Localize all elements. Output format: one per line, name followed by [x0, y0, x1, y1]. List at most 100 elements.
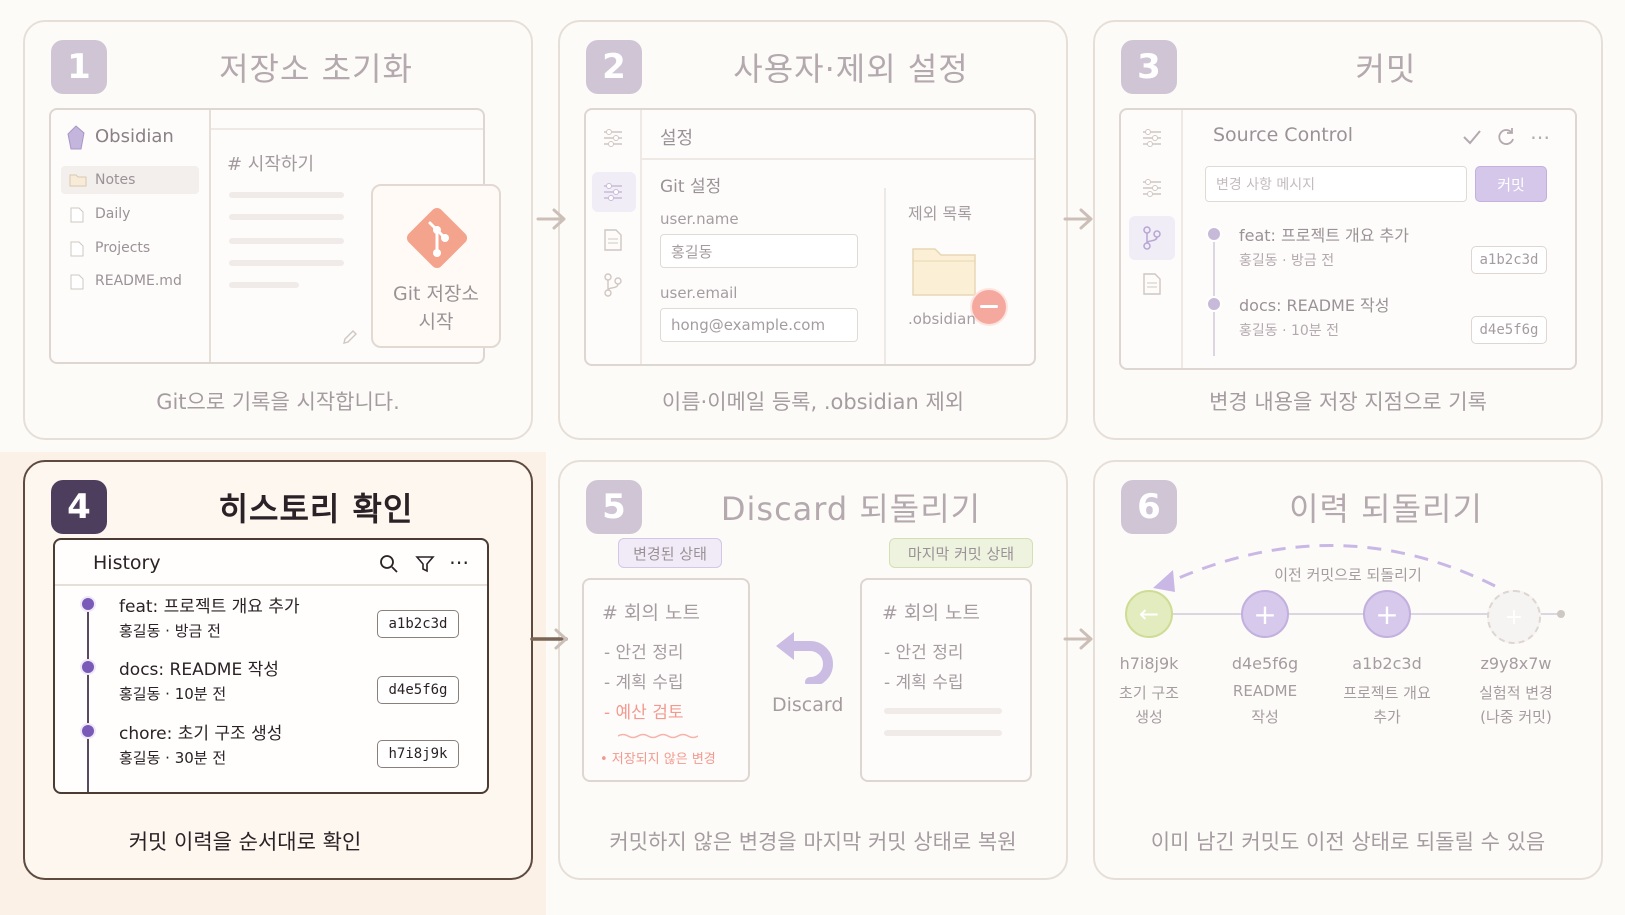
search-icon[interactable] [377, 552, 401, 576]
step-card-4: 4 히스토리 확인 History ⋯ feat: 프로젝트 개요 추가 홍길동… [23, 460, 533, 880]
commit-hash[interactable]: d4e5f6g [1471, 316, 1547, 344]
step-caption: 커밋 이력을 순서대로 확인 [128, 830, 362, 854]
more-icon[interactable]: ⋯ [449, 550, 469, 574]
settings-window: 설정 Git 설정 user.name 홍길동 user.email hong@… [584, 108, 1036, 366]
node-label: README [1232, 682, 1298, 700]
note-item: - 안건 정리 [604, 643, 684, 663]
step-number: 3 [1121, 40, 1177, 94]
filter-icon[interactable] [413, 552, 437, 576]
branch-icon[interactable] [1141, 224, 1163, 252]
changed-note: # 회의 노트 - 안건 정리 - 계획 수립 - 예산 검토 • 저장되지 않… [582, 578, 750, 782]
sc-panel-title: Source Control [1213, 124, 1353, 146]
commit-graph-line [1149, 613, 1559, 615]
commit-timeline [87, 598, 89, 792]
sc-rail [1121, 110, 1183, 368]
commit-node-icon[interactable]: + [1363, 590, 1411, 638]
user-email-input[interactable]: hong@example.com [660, 308, 858, 342]
user-email-label: user.email [660, 284, 738, 302]
git-init-label: Git 저장소 시작 [393, 283, 479, 333]
revert-target-node-icon[interactable]: ← [1125, 590, 1173, 638]
commit-node-icon[interactable]: + [1241, 590, 1289, 638]
commit-meta: 홍길동 · 방금 전 [119, 622, 221, 640]
step-title: 히스토리 확인 [218, 490, 414, 528]
commit-node [80, 723, 96, 739]
branch-icon[interactable] [602, 272, 624, 298]
sliders-icon[interactable] [1139, 126, 1165, 150]
pencil-icon [341, 328, 359, 346]
sliders-icon[interactable] [600, 126, 626, 150]
history-header-divider [55, 584, 487, 586]
commit-hash[interactable]: a1b2c3d [1471, 246, 1547, 274]
commit-message-input[interactable]: 변경 사항 메시지 [1205, 166, 1467, 202]
commit-meta: 홍길동 · 10분 전 [1239, 323, 1340, 339]
step-number: 4 [51, 480, 107, 534]
git-settings-icon[interactable] [600, 180, 626, 204]
step-card-5: 5 Discard 되돌리기 변경된 상태 마지막 커밋 상태 # 회의 노트 … [558, 460, 1068, 880]
more-icon[interactable]: ⋯ [1530, 125, 1550, 149]
commit-meta: 홍길동 · 10분 전 [119, 685, 227, 703]
node-label: 생성 [1135, 708, 1163, 726]
commit-node [80, 659, 96, 675]
graph-end-dot [1557, 610, 1565, 618]
history-panel-title: History [93, 552, 161, 574]
note-heading: # 시작하기 [227, 154, 315, 175]
node-label: 실험적 변경 [1479, 684, 1553, 702]
folder-icon [910, 242, 978, 298]
step-number: 5 [586, 480, 642, 534]
file-readme[interactable]: README.md [95, 273, 182, 289]
commit-hash[interactable]: d4e5f6g [377, 676, 459, 704]
commit-message[interactable]: docs: README 작성 [119, 660, 279, 680]
editor-topbar [211, 128, 483, 130]
note-heading: # 회의 노트 [602, 602, 700, 624]
step-card-2: 2 사용자·제외 설정 설정 Git 설정 user.name 홍길동 user… [558, 20, 1068, 440]
step-title: 저장소 초기화 [219, 50, 413, 88]
note-heading: # 회의 노트 [882, 602, 980, 624]
git-init-button[interactable]: Git 저장소 시작 [371, 184, 501, 348]
document-icon[interactable] [1141, 272, 1163, 296]
excluded-folder-name: .obsidian [908, 310, 976, 328]
text-placeholder [884, 730, 1002, 736]
file-projects[interactable]: Projects [95, 240, 151, 256]
app-name: Obsidian [95, 126, 174, 147]
last-commit-note: # 회의 노트 - 안건 정리 - 계획 수립 [860, 578, 1032, 782]
undo-arrow-icon[interactable] [770, 620, 838, 686]
remove-icon[interactable] [970, 288, 1008, 326]
file-icon [69, 273, 85, 291]
node-label: 작성 [1251, 708, 1279, 726]
commit-button[interactable]: 커밋 [1475, 166, 1547, 202]
text-placeholder [229, 282, 299, 288]
file-daily[interactable]: Daily [95, 206, 131, 222]
file-notes[interactable]: Notes [95, 172, 136, 188]
file-icon [69, 206, 85, 224]
refresh-icon[interactable] [1495, 126, 1517, 148]
settings-title: 설정 [660, 128, 694, 149]
step-card-1: 1 저장소 초기화 Obsidian Notes Daily Projects … [23, 20, 533, 440]
check-icon[interactable] [1461, 126, 1483, 148]
step-caption: 이름·이메일 등록, .obsidian 제외 [661, 390, 965, 414]
commit-hash[interactable]: a1b2c3d [377, 610, 459, 638]
step-card-6: 6 이력 되돌리기 이전 커밋으로 되돌리기 ← + + + h7i8j9k 초… [1093, 460, 1603, 880]
commit-message[interactable]: chore: 초기 구조 생성 [119, 724, 283, 744]
discard-label[interactable]: Discard [772, 694, 844, 716]
document-icon[interactable] [602, 228, 624, 252]
step-title: 이력 되돌리기 [1289, 490, 1483, 528]
revert-arc-label: 이전 커밋으로 되돌리기 [1274, 566, 1422, 584]
folder-icon [69, 172, 87, 188]
flow-arrow-icon [536, 207, 568, 231]
flow-arrow-icon [530, 627, 570, 651]
node-label: 프로젝트 개요 [1343, 684, 1431, 702]
commit-hash[interactable]: h7i8j9k [377, 740, 459, 768]
settings-header-divider [642, 158, 1034, 160]
sliders-icon[interactable] [1139, 176, 1165, 200]
last-commit-badge: 마지막 커밋 상태 [889, 538, 1033, 568]
text-placeholder [884, 708, 1002, 714]
node-hash: z9y8x7w [1480, 654, 1552, 673]
note-item: - 계획 수립 [884, 673, 964, 693]
future-commit-node-icon[interactable]: + [1487, 590, 1541, 644]
text-placeholder [229, 238, 344, 244]
commit-message[interactable]: docs: README 작성 [1239, 296, 1390, 315]
commit-message[interactable]: feat: 프로젝트 개요 추가 [1239, 226, 1409, 245]
sc-rail-active [1129, 216, 1175, 260]
commit-message[interactable]: feat: 프로젝트 개요 추가 [119, 597, 300, 617]
user-name-input[interactable]: 홍길동 [660, 234, 858, 268]
